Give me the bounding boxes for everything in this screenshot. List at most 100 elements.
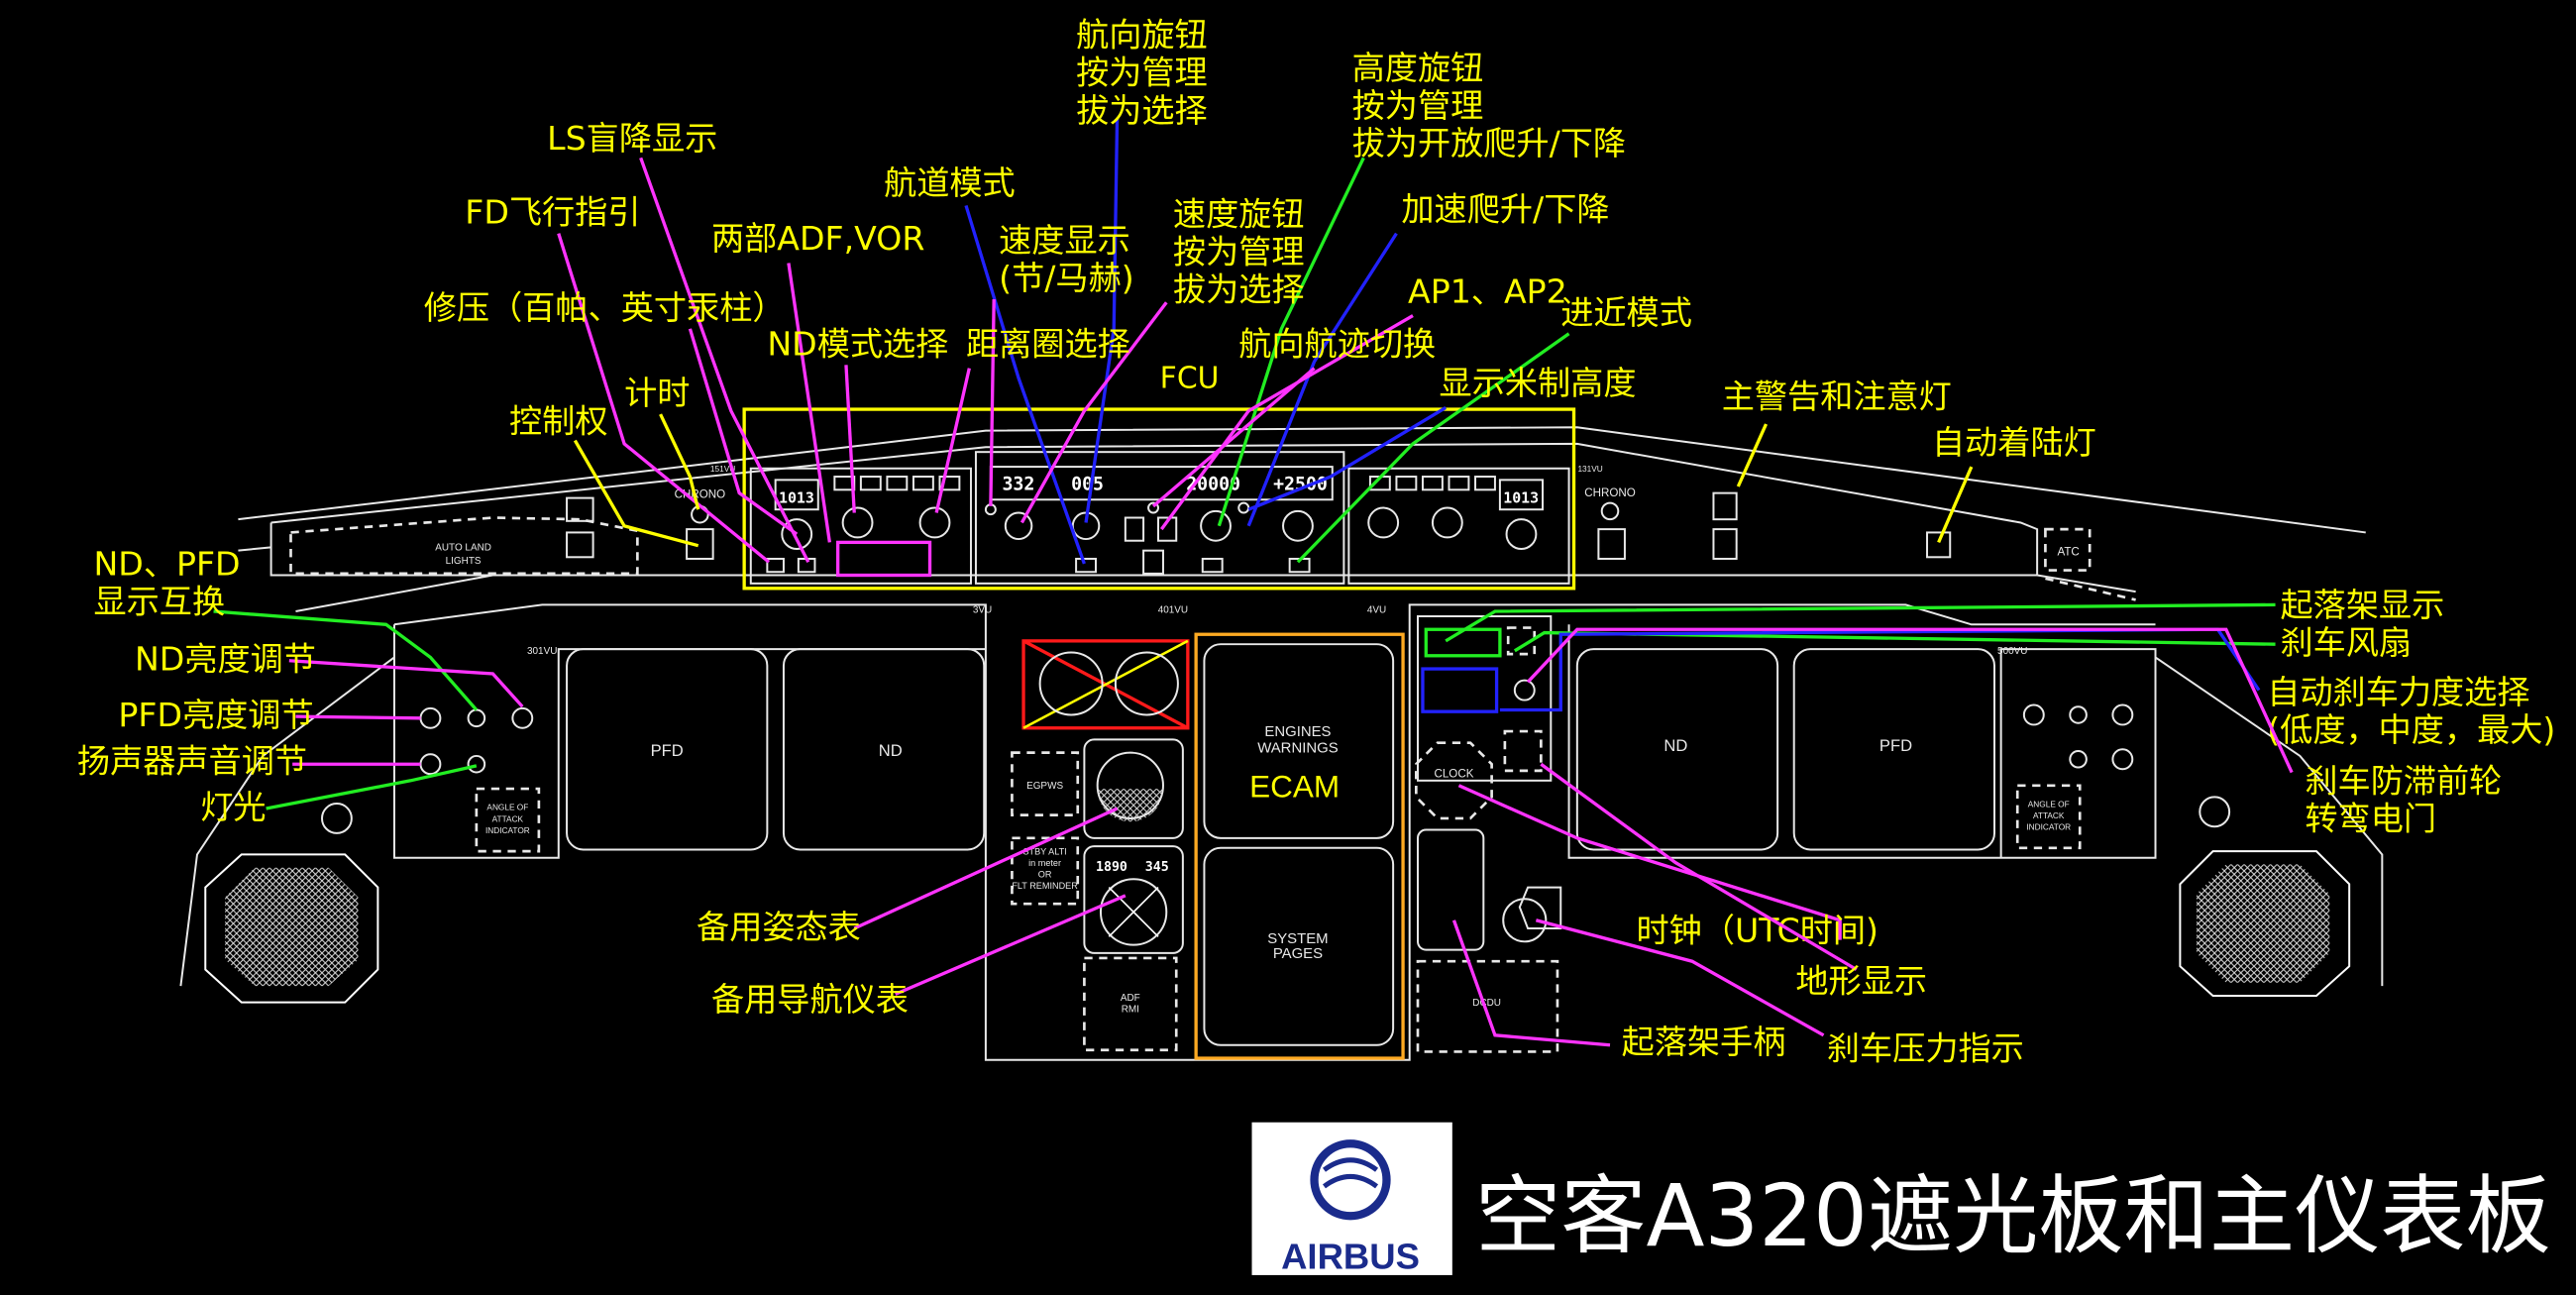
baro-knob-right[interactable]	[1505, 518, 1538, 551]
chrono-button-right[interactable]	[1600, 501, 1620, 521]
autobrake-buttons[interactable]	[1421, 667, 1499, 713]
landing-gear-lever[interactable]	[1417, 828, 1485, 951]
leader-line	[1445, 602, 2276, 643]
altitude-knob[interactable]	[1200, 509, 1232, 542]
leader-line	[1535, 918, 1825, 1037]
egpws-placeholder-right	[1503, 729, 1543, 773]
speaker-grille-left	[204, 853, 379, 1004]
isis-altitude: 1890	[1096, 860, 1127, 875]
leader-line	[787, 263, 832, 543]
speaker-mesh-right	[2196, 864, 2330, 983]
efis-pushbutton[interactable]	[938, 476, 961, 491]
master-warn-button-right[interactable]	[1712, 491, 1738, 521]
callout: ND模式选择	[767, 324, 948, 513]
speaker-mesh-left	[225, 867, 359, 987]
pfd-brightness-knob-right[interactable]	[2022, 703, 2045, 726]
leader-line	[1526, 627, 2294, 774]
removed-standby-instruments-box	[1021, 639, 1190, 730]
adf-rmi-placeholder	[1083, 956, 1178, 1052]
nd-brightness-knob-right[interactable]	[2111, 703, 2134, 726]
leader-line	[1296, 332, 1570, 564]
leader-line	[557, 233, 771, 564]
callout: 备用导航仪表	[711, 894, 1127, 1019]
pfd-brightness-knob-left[interactable]	[419, 706, 442, 729]
adf-rmi-label: ADF	[1121, 993, 1140, 1004]
callout: FCU	[1160, 362, 1220, 396]
ecam-lower-display	[1203, 846, 1395, 1046]
autoland-lights-label: LIGHTS	[446, 556, 482, 567]
nd-brightness-knob-left[interactable]	[511, 706, 534, 729]
efis-pushbutton[interactable]	[912, 476, 934, 491]
callout: 计时	[624, 374, 700, 510]
efis-pushbutton[interactable]	[886, 476, 909, 491]
vs-knob[interactable]	[1282, 509, 1314, 542]
autoland-light-button[interactable]	[1926, 531, 1952, 559]
pfd-nd-xfr-button-left[interactable]	[467, 708, 486, 728]
callout-label: 灯光	[200, 788, 266, 826]
efis-control-right	[1347, 467, 1570, 585]
efis-pushbutton[interactable]	[1395, 476, 1418, 491]
fcu-vs-display: +2500	[1273, 474, 1328, 494]
callout-label: 拔为开放爬升/下降	[1352, 124, 1626, 162]
callout: 灯光	[200, 764, 478, 826]
hdg-trk-button[interactable]	[1147, 501, 1159, 514]
ap2-button[interactable]	[1157, 516, 1178, 542]
pfd-nd-xfr-button-right[interactable]	[2069, 705, 2088, 724]
master-warn-button-left[interactable]	[566, 496, 594, 522]
vu-151-label: 151VU	[710, 464, 735, 474]
stby-alti-label: FLT REMINDER	[1012, 881, 1078, 891]
fd-button-left[interactable]	[766, 557, 785, 574]
loudspeaker-knob-right[interactable]	[2069, 749, 2088, 769]
callout-label: (节/马赫)	[999, 259, 1134, 297]
loc-button[interactable]	[1075, 557, 1097, 574]
ecam-lower-label: SYSTEM	[1267, 930, 1328, 947]
expedite-button[interactable]	[1201, 557, 1224, 574]
dcdu-placeholder	[1416, 959, 1559, 1053]
callout-label: 速度旋钮	[1173, 194, 1305, 233]
efis-buttons	[833, 476, 1496, 491]
callout-label: 起落架手柄	[1622, 1023, 1786, 1061]
nd-mode-knob-left[interactable]	[841, 506, 874, 539]
callout-label: 两部ADF,VOR	[711, 219, 924, 258]
athr-button[interactable]	[1142, 549, 1164, 575]
adf-vor-switches-left[interactable]	[836, 540, 932, 578]
callout-label: 进近模式	[1560, 293, 1692, 332]
nd-range-knob-left[interactable]	[918, 506, 951, 539]
callout-label: FCU	[1160, 362, 1220, 396]
nd-left-label: ND	[879, 741, 903, 760]
sidestick-priority-button-right[interactable]	[1597, 528, 1626, 560]
anti-skid-switch[interactable]	[1513, 679, 1536, 701]
brake-fan-button[interactable]	[1506, 626, 1537, 656]
callout-label: FD飞行指引	[465, 193, 640, 232]
console-floor-light-left[interactable]	[467, 754, 486, 774]
efis-pushbutton[interactable]	[1474, 476, 1496, 491]
aoa-label: ATTACK	[492, 813, 524, 823]
callout-label: 按为管理	[1076, 54, 1208, 92]
leader-line	[1151, 367, 1316, 508]
sidestick-right	[2199, 796, 2231, 828]
aoa-label: INDICATOR	[485, 825, 530, 835]
efis-pushbutton[interactable]	[1448, 476, 1470, 491]
nd-range-knob-right[interactable]	[1367, 506, 1400, 539]
master-caution-button-right[interactable]	[1712, 528, 1738, 560]
ap1-button[interactable]	[1124, 516, 1145, 542]
master-caution-button-left[interactable]	[566, 531, 594, 559]
isis-speed: 345	[1145, 860, 1169, 875]
efis-pushbutton[interactable]	[1421, 476, 1444, 491]
nd-mode-knob-right[interactable]	[1431, 506, 1463, 539]
loudspeaker-knob-left[interactable]	[419, 753, 442, 776]
leader-line	[1451, 919, 1611, 1047]
callout-label: (低度，中度，最大)	[2267, 710, 2555, 749]
efis-pushbutton[interactable]	[859, 476, 882, 491]
baro-knob-left[interactable]	[781, 518, 813, 551]
fcu-highlight-box	[742, 407, 1576, 591]
leader-line	[295, 714, 421, 720]
metric-alt-button[interactable]	[1237, 501, 1250, 514]
callout: 备用姿态表	[697, 807, 1119, 946]
console-floor-light-right[interactable]	[2111, 748, 2134, 771]
speed-knob[interactable]	[1004, 511, 1033, 541]
callout: LS盲降显示	[547, 119, 810, 564]
fcu-panel: 332 005 20000 +2500 1013 1013	[742, 407, 1576, 591]
